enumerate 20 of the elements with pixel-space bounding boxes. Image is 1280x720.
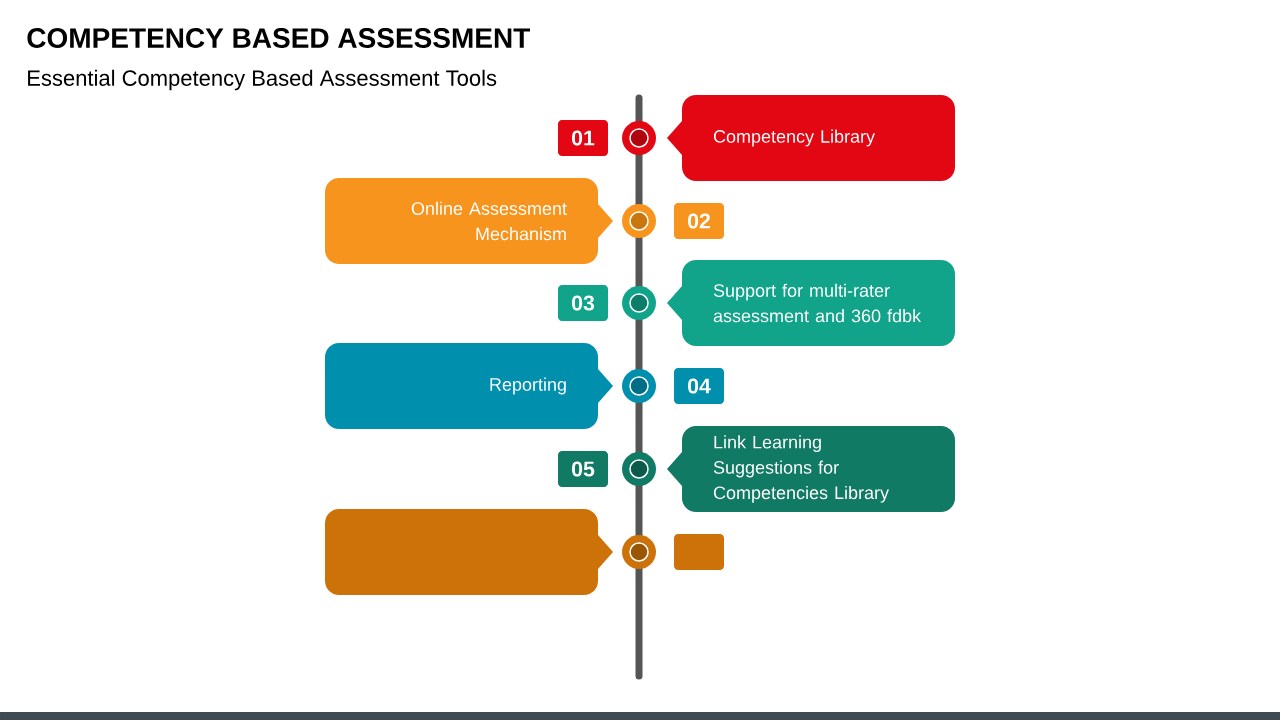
number-badge: 04 [674, 368, 724, 404]
timeline-marker [622, 369, 656, 403]
number-badge: 01 [558, 120, 608, 156]
number-badge: 03 [558, 285, 608, 321]
callout-box: Reporting [325, 343, 613, 429]
callout-box: Support for multi-rater assessment and 360 fdbk [667, 260, 955, 346]
timeline-marker [622, 535, 656, 569]
callout-box: Competency Library [667, 95, 955, 181]
callout-box [325, 509, 613, 595]
callout-box: Link Learning Suggestions for Competencies Library [667, 426, 955, 512]
subtitle: Essential Competency Based Assessment Tools [28, 69, 497, 91]
timeline-marker [622, 204, 656, 238]
title: COMPETENCY BASED ASSESSMENT [27, 28, 530, 48]
number-badge: 02 [674, 203, 724, 239]
number-badge [674, 534, 724, 570]
timeline-marker [622, 286, 656, 320]
number-badge: 05 [558, 451, 608, 487]
timeline-marker [622, 452, 656, 486]
callout-box: Online Assessment Mechanism [325, 178, 613, 264]
timeline-marker [622, 121, 656, 155]
